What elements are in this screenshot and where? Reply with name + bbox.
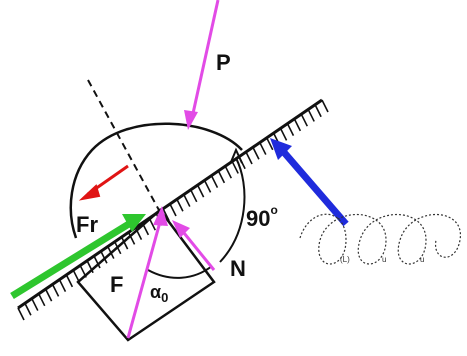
hatch-mark [231,161,239,174]
hatch-mark [190,189,198,203]
hatch-mark [259,142,267,155]
hatch-mark [252,146,260,160]
hatch-mark [314,104,322,118]
hatch-mark [93,255,101,269]
hatch-mark [24,302,32,316]
hatch-mark [17,307,25,321]
force-p-line [190,0,220,119]
normal-axis-dashed [87,79,161,213]
label-alpha-symbol: α [150,282,161,302]
right-angle-arrowhead [230,147,243,164]
hatch-mark [176,198,184,212]
hatch-mark [51,284,60,297]
spring-mark-3: u [420,255,424,264]
surface-hatching [17,99,329,321]
hatch-mark [44,288,53,302]
spring-force-line [279,147,349,227]
hatch-mark [120,236,129,250]
hatch-mark [38,293,46,307]
hatch-mark [31,298,39,311]
hatch-mark [293,118,302,132]
label-alpha-sub: 0 [161,290,168,305]
hatch-mark [210,175,219,188]
spring-mark-1: (L) [340,255,350,264]
label-fr: Fr [76,212,98,237]
spring-mark-2: u [382,255,386,264]
hatch-mark [58,279,67,292]
force-f-line [126,221,162,339]
hatch-mark [224,165,232,179]
red-arrowhead [78,184,101,201]
force-p-arrowhead [184,110,198,130]
label-alpha: α0 [150,282,168,305]
label-p: P [216,50,231,75]
force-parallelogram [76,208,216,342]
spring-coil [299,213,461,265]
rounded-body [69,122,243,239]
label-90-value: 90 [246,206,270,231]
hatch-mark [196,184,205,198]
label-n: N [230,256,246,281]
inclined-surface [17,98,323,310]
hatch-mark [307,109,315,122]
force-f-arrowhead [153,206,168,226]
label-f: F [110,272,123,297]
label-90: 90o [246,203,278,231]
spring-force-arrowhead [270,138,292,160]
hatch-mark [321,99,329,113]
hatch-mark [286,123,295,136]
hatch-mark [65,274,74,288]
hatch-mark [279,128,288,141]
force-n-arrowhead [172,220,190,238]
hatch-mark [217,170,226,184]
label-90-degree: o [270,203,277,217]
force-fr-line [10,219,134,299]
hatch-mark [100,250,108,264]
force-fr-arrowhead [122,214,146,232]
hatch-mark [203,180,212,193]
alpha-angle-arc [147,265,213,279]
hatch-mark [127,232,136,245]
hatch-mark [183,194,191,207]
hatch-mark [300,113,308,127]
hatch-mark [245,151,253,165]
hatch-mark [169,203,177,217]
force-n-line [178,227,216,271]
hatch-mark [266,137,274,151]
right-angle-arc [219,157,246,263]
